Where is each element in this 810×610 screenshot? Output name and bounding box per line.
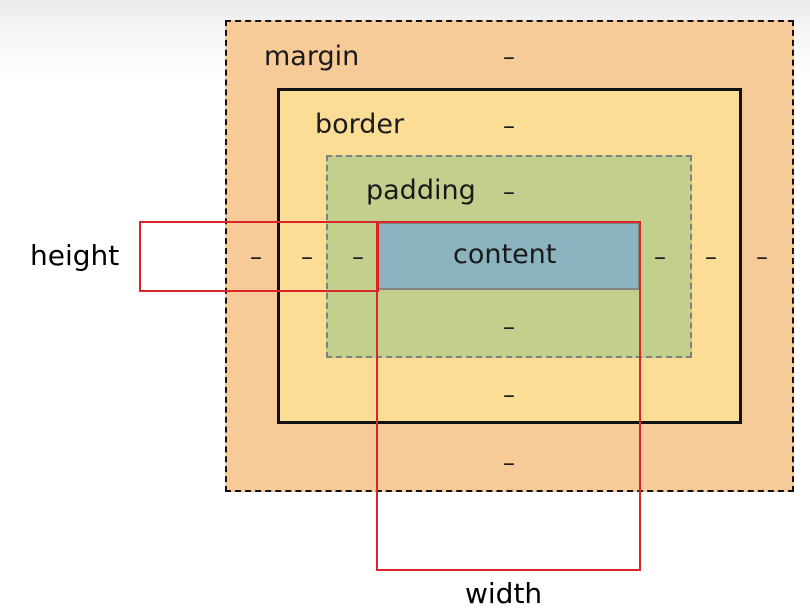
border-left-value: – [301, 243, 313, 271]
padding-top-value: – [503, 178, 515, 206]
margin-top-value: – [503, 43, 515, 71]
padding-bottom-value: – [503, 313, 515, 341]
margin-label: margin [264, 41, 360, 72]
padding-left-value: – [352, 243, 364, 271]
width-label: width [465, 577, 543, 610]
padding-right-value: – [654, 243, 666, 271]
margin-right-value: – [756, 243, 768, 271]
border-label: border [315, 109, 405, 140]
height-indicator [139, 221, 379, 292]
margin-bottom-value: – [503, 449, 515, 477]
content-label: content [453, 239, 557, 270]
margin-left-value: – [250, 243, 262, 271]
width-indicator [376, 221, 641, 571]
border-bottom-value: – [503, 381, 515, 409]
border-top-value: – [503, 112, 515, 140]
padding-label: padding [366, 175, 476, 206]
border-right-value: – [705, 243, 717, 271]
height-label: height [30, 239, 120, 272]
